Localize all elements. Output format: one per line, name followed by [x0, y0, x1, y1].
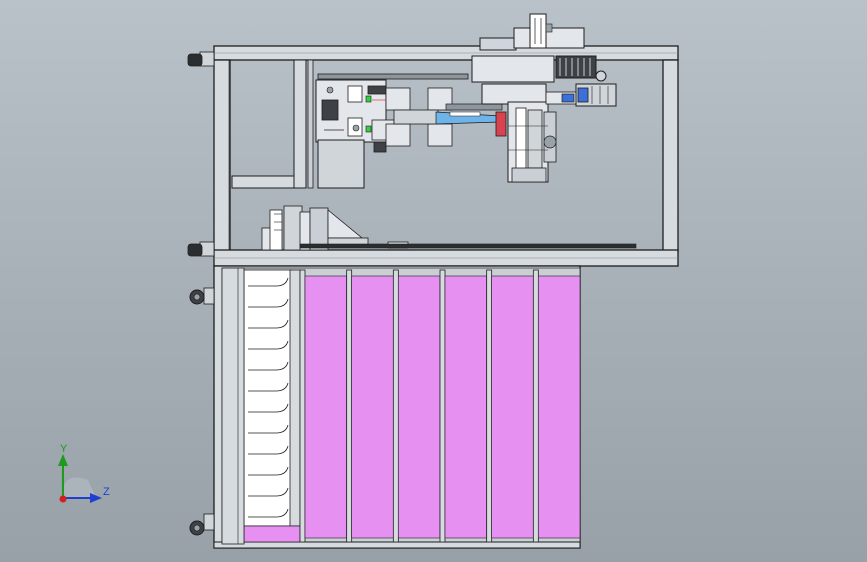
comb-tooth	[248, 487, 289, 497]
magenta-panel-group[interactable]	[299, 269, 581, 543]
panel-divider-post	[392, 269, 399, 543]
panel-divider-post	[299, 269, 306, 543]
y-axis-label: Y	[60, 443, 68, 455]
axis-triad	[58, 454, 102, 503]
x-axis-origin-icon	[59, 495, 67, 503]
comb-tooth	[248, 382, 289, 392]
caster-wheel-icon	[187, 51, 215, 257]
magenta-panel[interactable]	[398, 275, 441, 539]
magenta-panel[interactable]	[491, 275, 534, 539]
magenta-panel[interactable]	[538, 275, 581, 539]
comb-tooth	[248, 340, 289, 350]
caster-wheel-icon	[189, 287, 215, 536]
sensor-green-bottom	[365, 125, 372, 133]
top-carriage[interactable]	[317, 13, 607, 83]
servo-motor[interactable]	[545, 83, 617, 107]
comb-tooth	[248, 319, 289, 329]
red-cylinder	[495, 111, 507, 137]
guide-comb-teeth	[248, 277, 289, 518]
sensor-green-top	[365, 95, 372, 103]
comb-tooth	[248, 403, 289, 413]
z-axis-arrow-icon	[90, 493, 102, 503]
comb-tooth	[248, 466, 289, 476]
comb-tooth	[248, 277, 289, 287]
vertical-actuator[interactable]	[481, 83, 557, 183]
motor-blue-cap	[577, 87, 589, 103]
center-clamp-beam[interactable]	[385, 87, 503, 147]
panel-divider-post	[439, 269, 446, 543]
upper-frame[interactable]	[213, 45, 679, 267]
magenta-panel[interactable]	[304, 275, 347, 539]
z-axis-label: Z	[103, 486, 110, 498]
lower-bench-mechanism[interactable]	[261, 205, 637, 251]
comb-tooth	[248, 361, 289, 371]
comb-tooth	[248, 298, 289, 308]
magenta-panel[interactable]	[351, 275, 394, 539]
panel-divider-post	[486, 269, 493, 543]
y-axis-arrow-icon	[58, 454, 68, 466]
panel-divider-post	[346, 269, 353, 543]
comb-tooth	[248, 424, 289, 434]
comb-tooth	[248, 445, 289, 455]
comb-tooth	[248, 508, 289, 518]
panel-divider-post	[532, 269, 539, 543]
magenta-panel[interactable]	[444, 275, 487, 539]
